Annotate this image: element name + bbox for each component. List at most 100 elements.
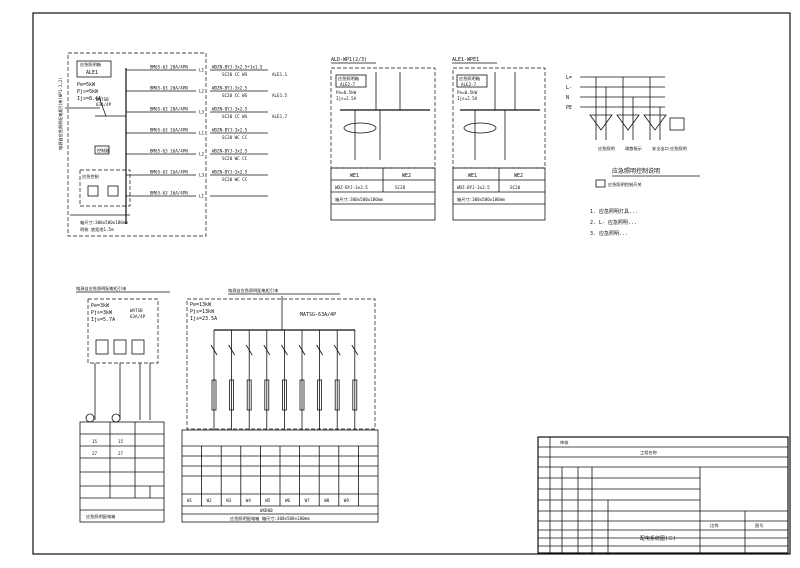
main-circuit-load: ALE1.1 [272, 72, 288, 77]
large-feeder [281, 330, 288, 430]
legend-line-4: PE [566, 105, 572, 111]
large-table-col-label: W1 [187, 498, 193, 503]
title-block-scale: 比例 [710, 522, 718, 529]
large-feeder [228, 330, 235, 430]
legend-note-1: 1. 应急照明灯具... [590, 208, 638, 215]
legend-area: L= L- N PE 应急照明 疏散指示 安全出口 应急照明 应急照明控制说明 … [566, 75, 700, 237]
main-circuit-cable: WDZN-BYJ-3x2.5 [212, 170, 248, 175]
main-circuit-breaker: BM65-63 20A/4PN [150, 65, 188, 70]
panel-ale-cable: WDZ-BYJ-3x2.5 [457, 185, 490, 190]
panel-ald-pe: Pe=0.5kW [336, 90, 357, 95]
svg-text:27: 27 [92, 451, 98, 456]
svg-text:电源自应急照明配电柜引来: 电源自应急照明配电柜引来 [228, 287, 279, 294]
large-feeder [298, 330, 306, 430]
legend-line-3: N [566, 95, 569, 101]
title-block-sheet: 图号 [755, 523, 763, 529]
main-panel-enclosure [67, 52, 207, 237]
panel-ale-label: ALE2-7 [461, 82, 477, 87]
panel-small: 电源自应急照明配电柜引来 Pe=3kW Pjs=3kW Ijs=5.7A WAT… [76, 285, 170, 523]
main-circuit-phase: L3 [199, 173, 205, 178]
panel-large-pjs: Pjs=13kW [190, 309, 215, 315]
panel-large-incomer: MATSG-63A/4P [300, 312, 336, 318]
panel-ale-size: 箱尺寸:300x500x180mm [457, 196, 505, 203]
main-circuit-cable: WDZN-BYJ-3x2.5 [212, 149, 248, 154]
panel-ale-col-2: WE2 [514, 173, 523, 179]
legend-line-2: L- [566, 85, 572, 91]
svg-text:27: 27 [118, 451, 124, 456]
main-circuit-phase: L2 [199, 89, 205, 94]
large-table-col-label: W5 [265, 498, 271, 503]
large-feeder [245, 330, 253, 430]
large-table-col-label: W8 [324, 498, 330, 503]
svg-text:安全出口: 安全出口 [652, 145, 669, 152]
panel-ale-title: ALE1-WPE1 [452, 57, 479, 63]
title-block-drawing-name: 配电系统图(三) [640, 535, 676, 542]
main-panel-circuits: BM65-63 20A/4PN L1 WDZN-BYJ-3x2.5+1x1.5SC2… [126, 65, 288, 199]
large-table-col-label: W3 [226, 498, 232, 503]
main-panel-cabinet-tag: 应急照明箱 [80, 61, 101, 68]
main-circuit-breaker: BM65-63 16A/4PN [150, 128, 188, 133]
main-panel: 应急照明箱 ALE1 Pe=5kW Pjs=5kW Ijs=8.4A 电源自应急… [57, 52, 207, 237]
main-circuit-load: ALE1.5 [272, 93, 288, 98]
large-feeder [316, 330, 323, 430]
svg-text:应急照明配电箱 箱尺寸:300x500x180mm: 应急照明配电箱 箱尺寸:300x500x180mm [230, 515, 310, 522]
panel-ale-conduit: SC20 [510, 185, 521, 190]
large-table-col-label: W6 [285, 498, 291, 503]
main-panel-incomer: WATSB [96, 97, 109, 102]
legend-line-1: L= [566, 75, 572, 81]
main-circuit-breaker: BM65-63 20A/4PN [150, 86, 188, 91]
main-circuit-breaker: BM65-63 16A/4PN [150, 170, 188, 175]
large-table-col-label: W2 [207, 498, 213, 503]
legend-note-2: 2. L- 应急照明... [590, 219, 637, 226]
panel-ald-cable: WDZ-BYJ-3x2.5 [335, 185, 368, 190]
panel-ald-ijs: Ijs=2.5A [336, 96, 357, 101]
panel-small-pjs: Pjs=3kW [91, 310, 113, 316]
svg-text:应急照明箱: 应急照明箱 [338, 75, 359, 82]
panel-large: 电源自应急照明配电柜引来 Pe=13kW Pjs=13kW Ijs=23.5A … [181, 287, 379, 523]
svg-text:63A/4P: 63A/4P [96, 102, 112, 107]
svg-text:应急照明箱: 应急照明箱 [459, 75, 480, 82]
main-circuit-cable: WDZN-BYJ-3x2.5+1x1.5 [212, 65, 263, 70]
svg-text:应急照明: 应急照明 [670, 145, 687, 152]
svg-text:控制器: 控制器 [97, 147, 110, 154]
large-table-col-label: W7 [305, 498, 311, 503]
panel-large-feeders [210, 330, 359, 430]
panel-large-enclosure [186, 298, 376, 430]
main-circuit-breaker: BM65-63 16A/4PN [150, 149, 188, 154]
svg-text:电源自应急照明配电柜引来: 电源自应急照明配电柜引来 [76, 285, 127, 292]
main-circuit-conduit: SC20 WC CC [222, 135, 248, 140]
main-circuit-phase: L1 [199, 194, 205, 199]
panel-ald-label: ALE2-7 [340, 82, 356, 87]
svg-text:WATSB: WATSB [130, 308, 143, 313]
main-circuit-cable: WDZN-BYJ-3x2.5 [212, 128, 248, 133]
legend-note-3: 3. 应急照明... [590, 230, 628, 237]
main-panel-side-label: 电源自应急照明配电柜引来(WP1-1,2) [57, 77, 64, 150]
svg-text:15: 15 [118, 439, 124, 444]
main-panel-ijs: Ijs=8.4A [77, 96, 101, 102]
main-circuit-cable: WDZN-BYJ-3x2.5 [212, 107, 248, 112]
panel-ale-ijs: Ijs=2.5A [457, 96, 478, 101]
panel-large-pe: Pe=13kW [190, 302, 212, 308]
svg-text:疏散指示: 疏散指示 [625, 145, 642, 152]
main-panel-label-box [76, 60, 112, 78]
main-circuit-cable: WDZN-BYJ-3x2.5 [212, 86, 248, 91]
panel-ale: ALE1-WPE1 应急照明箱 ALE2-7 Pe=0.5kW Ijs=2.5A… [452, 57, 546, 221]
large-feeder [210, 330, 218, 430]
large-feeder [333, 330, 341, 430]
main-panel-controller [94, 145, 110, 155]
panel-ald-col-1: WE1 [350, 173, 359, 179]
panel-ald-size: 箱尺寸:300x500x180mm [335, 196, 383, 203]
title-block-frame [537, 436, 789, 554]
panel-large-ijs: Ijs=23.5A [190, 316, 217, 322]
svg-text:WXD00: WXD00 [260, 508, 273, 513]
panel-ald-title: ALD-WP1(2/3) [331, 57, 367, 63]
main-panel-pe: Pe=5kW [77, 82, 96, 88]
svg-text:应急照明配电箱: 应急照明配电箱 [86, 513, 115, 520]
main-circuit: BM65-63 20A/4PNL1WDZN-BYJ-3x2.5+1x1.5SC2… [126, 65, 288, 77]
main-circuit-phase: L2 [199, 152, 205, 157]
